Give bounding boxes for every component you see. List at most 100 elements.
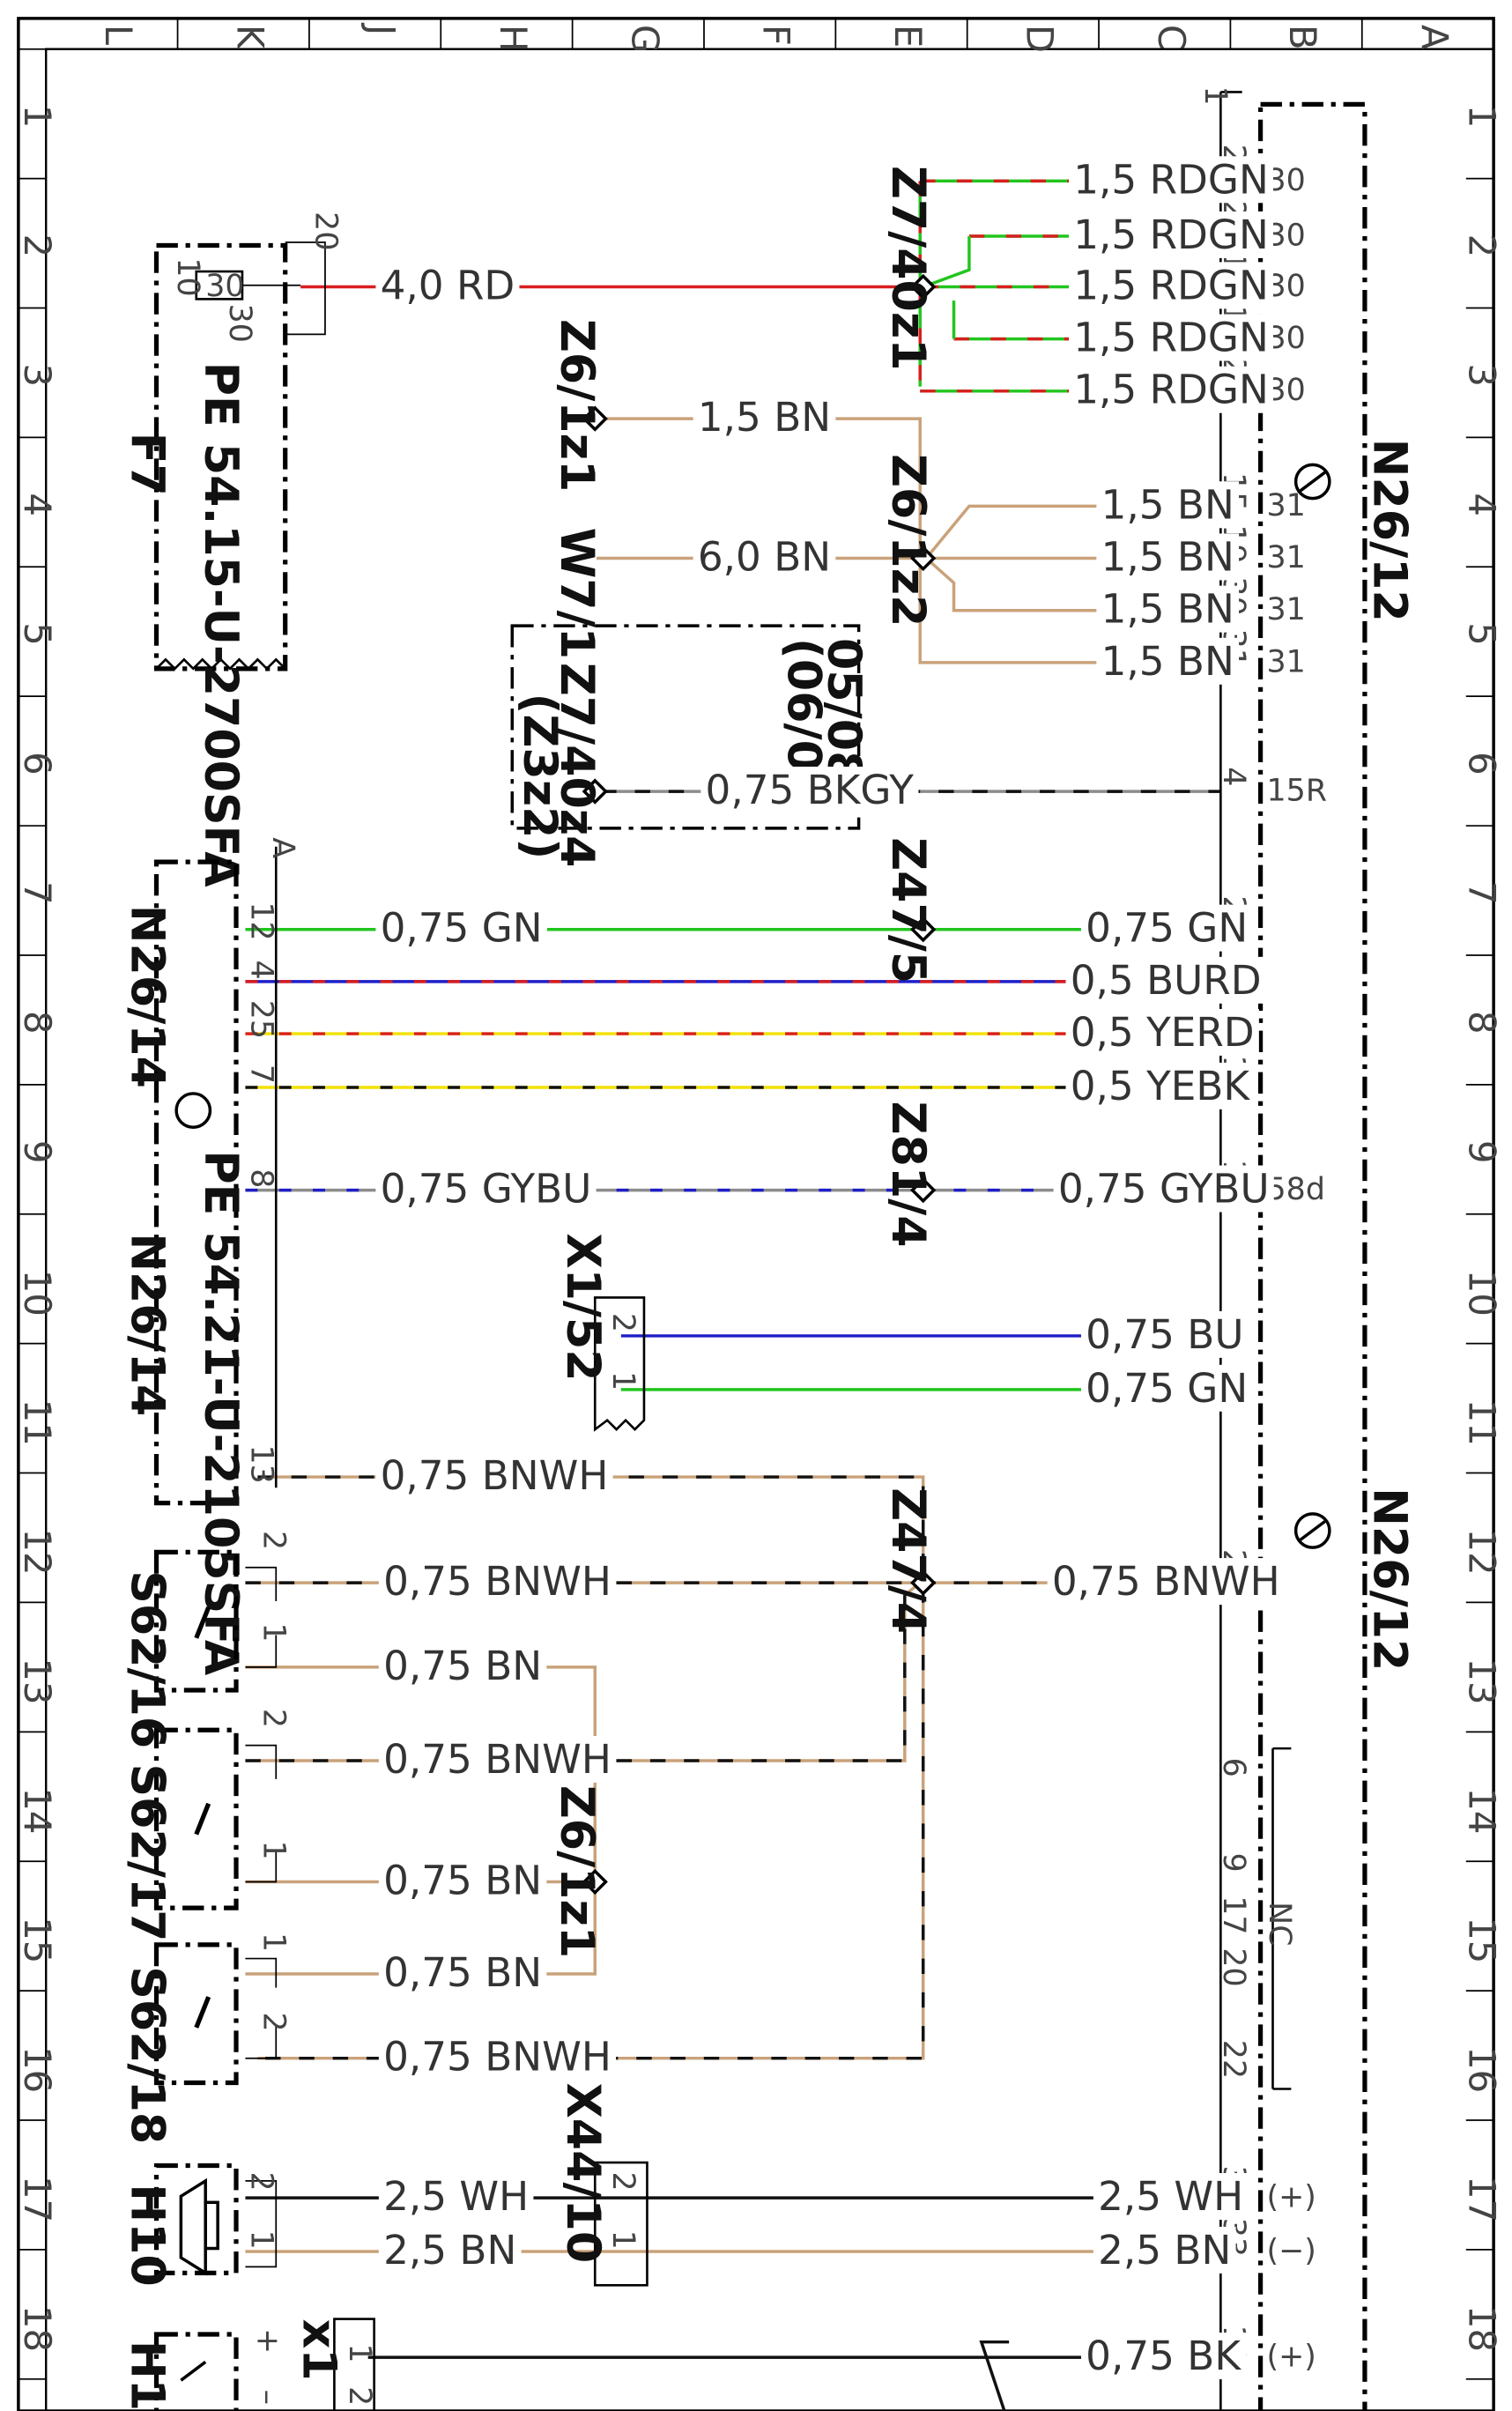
n26-12-label-bottom: N26/12 [1362,1487,1415,1671]
svg-text:58d: 58d [1267,1172,1325,1207]
s62-18-pin-1: 1 [256,1933,291,1952]
svg-text:1,5 BN: 1,5 BN [1101,586,1234,633]
wire-label-bg [1080,1364,1253,1412]
wire-label-bg [378,1857,547,1904]
row-label: 14 [1460,1787,1503,1834]
svg-text:Z6/1z1: Z6/1z1 [550,1785,603,1958]
wire-label-bg [1047,1558,1285,1606]
wire-label-bg [1096,585,1240,633]
wire-label-bg [1065,1062,1256,1109]
h10-plus: + [249,2328,285,2354]
svg-text:6,0 BN: 6,0 BN [698,533,831,580]
svg-text:1,5 BN: 1,5 BN [1101,638,1234,685]
x1-pin-1: 1 [342,2343,377,2363]
svg-text:31: 31 [1267,488,1306,523]
x1-52-connector [593,1296,646,1432]
h10-speaker [153,2162,375,2411]
s62-18-label: S62/18 [121,1966,174,2144]
svg-text:13: 13 [243,1445,278,1484]
column-label: H [492,25,535,52]
version-from: 05/08 [817,638,870,783]
svg-text:Z47/5: Z47/5 [881,837,934,983]
svg-text:4: 4 [243,961,278,980]
row-label: 10 [1460,1270,1503,1317]
h10-pin-1: 1 [243,2230,278,2250]
svg-text:0,75 BN: 0,75 BN [383,1643,542,1689]
pin-17: 17 [1216,1895,1251,1934]
svg-text:Z6/1z1: Z6/1z1 [550,319,603,492]
s62-17-pin-2: 2 [256,1709,291,1728]
svg-text:2,5 BN: 2,5 BN [383,2227,516,2274]
x44-10-label: X44/10 [556,2083,609,2264]
svg-text:1,5 RDGN: 1,5 RDGN [1073,367,1269,413]
x44-10-pin-2: 2 [605,2171,641,2191]
svg-text:31: 31 [1267,540,1306,575]
wire-labels: 4,0 RD 1,5 RDGN 1,5 RDGN 1,5 RDGN 1,5 RD… [375,156,1285,2380]
f7-pin-30: 30 [222,304,257,343]
svg-text:15R: 15R [1267,774,1327,809]
f7-bracket-20: 20 [308,211,344,250]
x1-label: x1 [293,2319,345,2381]
wire-label-bg [1069,314,1274,361]
svg-text:12: 12 [243,901,278,940]
wire-label-bg [378,1558,617,1606]
row-label: 4 [1460,493,1503,516]
row-label: 9 [1460,1140,1503,1164]
svg-text:0,75 BU: 0,75 BU [1086,1311,1243,1358]
row-label: 16 [1460,2046,1503,2093]
row-label: 8 [16,1011,59,1035]
wire-label-bg [693,394,836,441]
svg-text:Z7/40z4: Z7/40z4 [550,663,603,868]
pin-22: 22 [1216,2040,1251,2079]
svg-text:0,75 GYBU: 0,75 GYBU [1058,1166,1270,1213]
wire-label-bg [1069,211,1274,258]
svg-text:0,75 BNWH: 0,75 BNWH [383,1736,611,1783]
row-label: 3 [16,363,59,387]
row-label: 17 [16,2176,59,2222]
column-label: E [886,25,930,48]
row-label: 11 [16,1399,59,1446]
wire-label-bg [378,2033,617,2081]
row-label: 6 [16,752,59,775]
n26-14-connector: A [265,837,300,858]
wire-label-bg [1065,956,1266,1004]
column-label: D [1018,25,1061,53]
row-label: 13 [1460,1658,1503,1704]
row-label: 12 [1460,1529,1503,1576]
wire-label-bg [1093,2226,1236,2274]
h10-minus: – [249,2390,285,2405]
s62-17-label: S62/17 [121,1764,174,1942]
svg-text:1,5 RDGN: 1,5 RDGN [1073,262,1269,308]
wire-label-bg [375,904,547,952]
svg-text:0,75 BNWH: 0,75 BNWH [383,1558,611,1605]
wire-label-bg [1069,262,1274,309]
svg-text:2,5 WH: 2,5 WH [383,2173,529,2220]
row-label: 16 [16,2046,59,2093]
wire-label-bg [1069,366,1274,413]
h10-label: H10 [121,2184,174,2286]
row-label: 1 [16,105,59,129]
row-label: 7 [1460,881,1503,905]
svg-text:(+): (+) [1267,2340,1316,2375]
svg-text:1,5 BN: 1,5 BN [1101,533,1234,580]
x44-10-pin-1: 1 [605,2230,641,2250]
s62-16-pin-1: 1 [256,1622,291,1642]
wire-label-bg [1069,156,1274,204]
x1-pin-2: 2 [342,2386,377,2406]
f7-pin-10: 10 [170,257,205,296]
svg-text:0,75 BNWH: 0,75 BNWH [383,2034,611,2081]
row-label: 3 [1460,363,1503,387]
x1-52-pin-2: 2 [605,1313,641,1332]
svg-text:0,75 GN: 0,75 GN [1086,1365,1248,1412]
wire-label-bg [693,533,836,581]
svg-text:31: 31 [1267,592,1306,627]
column-label: C [1150,25,1193,50]
svg-text:7: 7 [243,1065,278,1084]
row-label: 2 [1460,234,1503,258]
wire-label-bg [375,1165,597,1213]
wire-label-bg [375,262,520,309]
switch-boxes [153,1549,278,2086]
